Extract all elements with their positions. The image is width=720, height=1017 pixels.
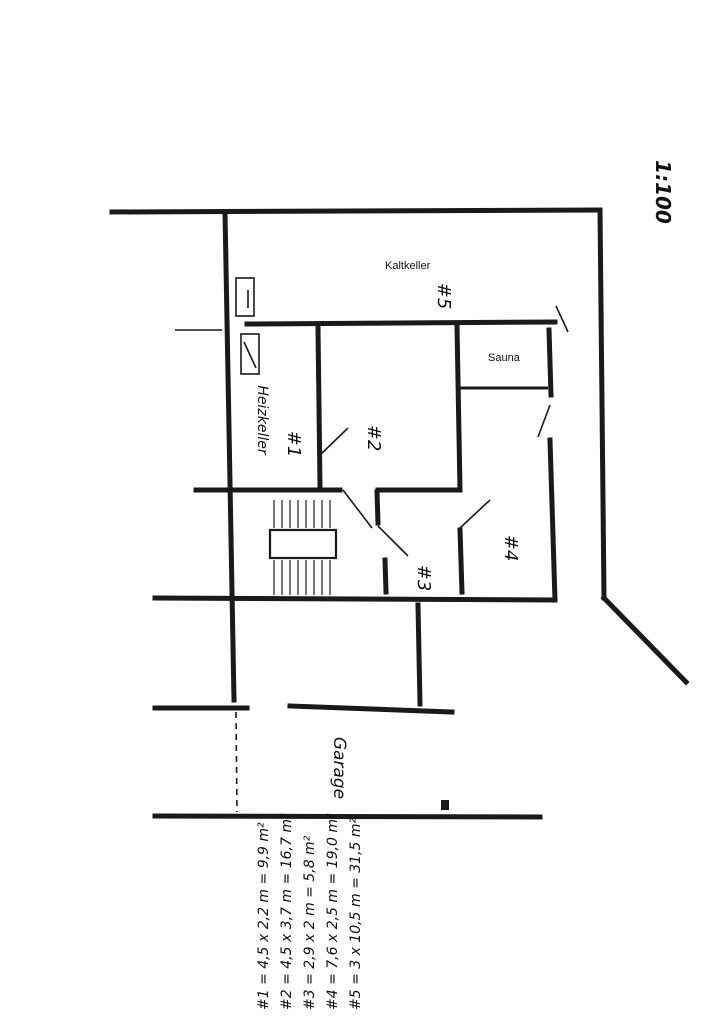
outer-walls — [109, 207, 690, 820]
area-row-3: #3 = 2,9 x 2 m = 5,8 m² — [302, 835, 318, 1010]
label-garage: Garage — [329, 737, 349, 799]
area-row-2: #2 = 4,5 x 3,7 m = 16,7 m² — [279, 813, 295, 1010]
kaltkeller-wall — [244, 319, 558, 327]
garage-post — [441, 800, 449, 810]
east-wall — [597, 207, 607, 601]
staircase — [268, 500, 338, 595]
wall-3-4 — [457, 527, 465, 595]
wall-3-west-stub — [382, 557, 389, 595]
boiler-mark — [243, 341, 257, 369]
label-room-4: #4 — [500, 535, 521, 562]
garage-partition — [415, 602, 423, 707]
door-4 — [459, 499, 491, 529]
doors — [319, 305, 569, 557]
wall-3-stub — [374, 489, 381, 526]
west-wall — [222, 209, 237, 703]
wall-2-4 — [454, 323, 463, 493]
door-1 — [319, 427, 349, 456]
door-2 — [342, 489, 373, 529]
door-5 — [555, 305, 569, 333]
east-angled-wall — [600, 594, 690, 686]
garage-north-wall-right — [287, 703, 455, 715]
interior-walls — [193, 319, 558, 603]
meter-box — [235, 277, 255, 317]
label-room-1: #1 — [283, 431, 304, 458]
stair-treads — [273, 500, 331, 595]
door-3 — [377, 525, 409, 557]
boiler-box — [240, 333, 260, 375]
label-room-2: #2 — [363, 425, 384, 452]
sauna-east-wall — [546, 327, 554, 398]
garage-south-wall — [152, 813, 543, 820]
area-row-5: #5 = 3 x 10,5 m = 31,5 m² — [348, 817, 364, 1010]
label-room-3: #3 — [413, 565, 434, 592]
equipment — [235, 277, 260, 375]
stair-landing — [268, 528, 338, 560]
area-list: #1 = 4,5 x 2,2 m = 9,9 m² #2 = 4,5 x 3,7… — [256, 813, 364, 1010]
scale-label: 1:100 — [651, 160, 675, 224]
label-sauna: Sauna — [488, 352, 521, 364]
south-wall — [152, 595, 558, 603]
label-room-5: #5 — [433, 283, 454, 310]
room4-east-wall — [547, 437, 558, 603]
wall-1-2 — [315, 325, 323, 489]
door-sauna — [537, 404, 551, 438]
garage-opening-dashed — [235, 711, 238, 813]
label-heizkeller: Heizkeller — [254, 385, 270, 455]
area-row-1: #1 = 4,5 x 2,2 m = 9,9 m² — [256, 822, 272, 1010]
label-kaltkeller: Kaltkeller — [385, 260, 431, 272]
area-row-4: #4 = 7,6 x 2,5 m = 19,0 m² — [325, 813, 341, 1010]
north-wall — [109, 207, 603, 215]
